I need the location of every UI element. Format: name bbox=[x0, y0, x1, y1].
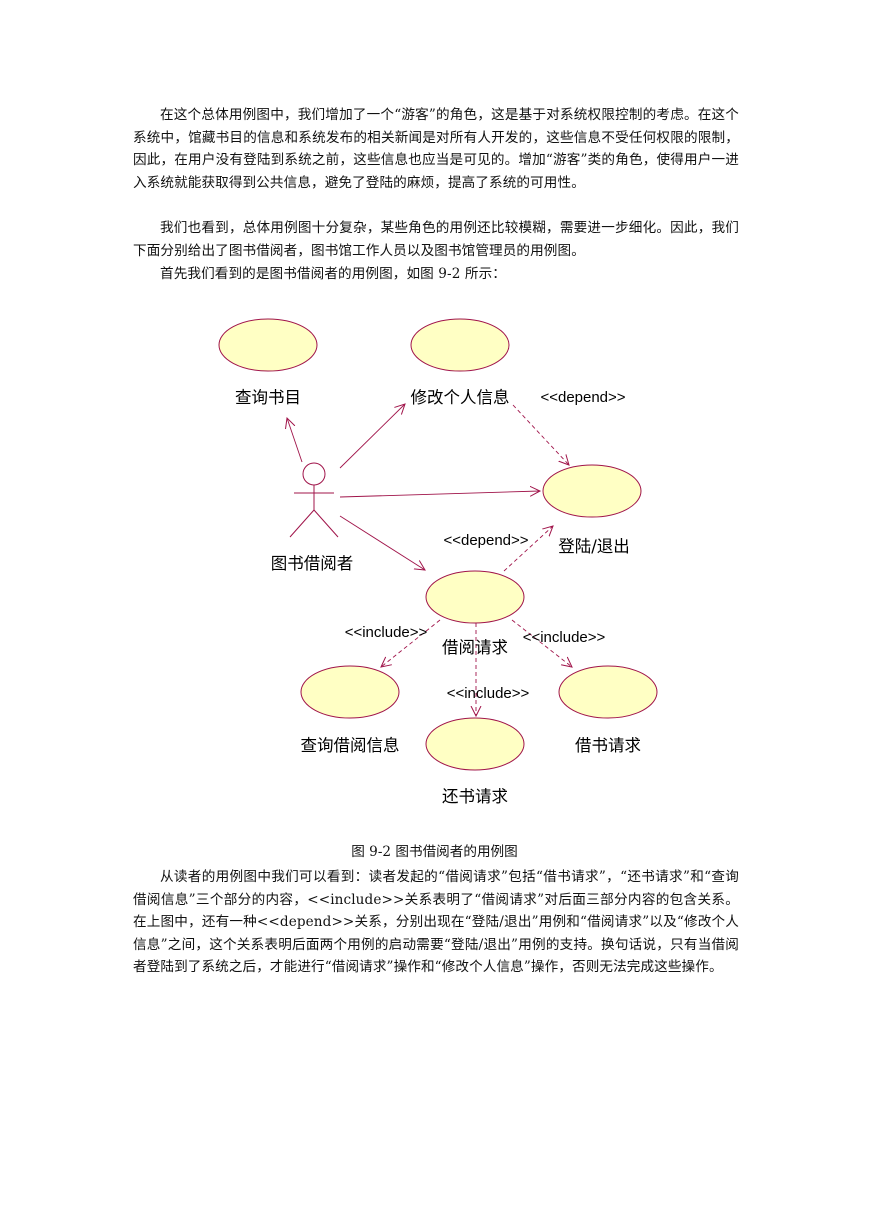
usecase-return-request-ellipse bbox=[425, 717, 525, 771]
paragraph-3: 首先我们看到的是图书借阅者的用例图，如图 9-2 所示： bbox=[160, 266, 506, 282]
label-query-borrow-info: 查询借阅信息 bbox=[301, 736, 400, 755]
association-to-query-catalog bbox=[287, 418, 303, 463]
label-actor: 图书借阅者 bbox=[271, 554, 354, 573]
usecase-modify-info-ellipse bbox=[410, 318, 510, 372]
label-borrow-request: 借阅请求 bbox=[442, 638, 508, 657]
usecase-query-borrow-info-ellipse bbox=[300, 665, 400, 719]
stereotype-depend-2: <<depend>> bbox=[443, 532, 528, 549]
paragraph-2: 我们也看到，总体用例图十分复杂，某些角色的用例还比较模糊，需要进一步细化。因此，… bbox=[133, 220, 739, 259]
usecase-query-catalog-ellipse bbox=[218, 318, 318, 372]
figure-caption: 图 9-2 图书借阅者的用例图 bbox=[351, 844, 518, 860]
include-to-lend-request bbox=[511, 619, 572, 667]
usecase-lend-request-ellipse bbox=[558, 665, 658, 719]
paragraph-1: 在这个总体用例图中，我们增加了一个“游客”的角色，这是基于对系统权限控制的考虑。… bbox=[133, 107, 739, 191]
association-to-borrow-request bbox=[339, 515, 425, 570]
association-to-modify-info bbox=[339, 404, 405, 469]
stereotype-include-mid: <<include>> bbox=[447, 685, 530, 702]
label-query-catalog: 查询书目 bbox=[235, 388, 301, 407]
stereotype-include-left: <<include>> bbox=[345, 624, 428, 641]
paragraph-4: 从读者的用例图中我们可以看到：读者发起的“借阅请求”包括“借书请求”，“还书请求… bbox=[133, 869, 739, 975]
label-login: 登陆/退出 bbox=[558, 537, 630, 556]
usecase-login-ellipse bbox=[542, 464, 642, 518]
stereotype-depend-1: <<depend>> bbox=[540, 389, 625, 406]
stereotype-include-right: <<include>> bbox=[523, 629, 606, 646]
depend-modify-to-login bbox=[512, 404, 569, 465]
usecase-borrow-request-ellipse bbox=[425, 570, 525, 624]
association-to-login bbox=[339, 491, 540, 498]
label-modify-info: 修改个人信息 bbox=[411, 388, 510, 407]
actor-figure bbox=[289, 462, 339, 538]
label-lend-request: 借书请求 bbox=[575, 736, 641, 755]
include-to-query-borrow-info bbox=[381, 619, 441, 667]
label-return-request: 还书请求 bbox=[442, 787, 508, 806]
